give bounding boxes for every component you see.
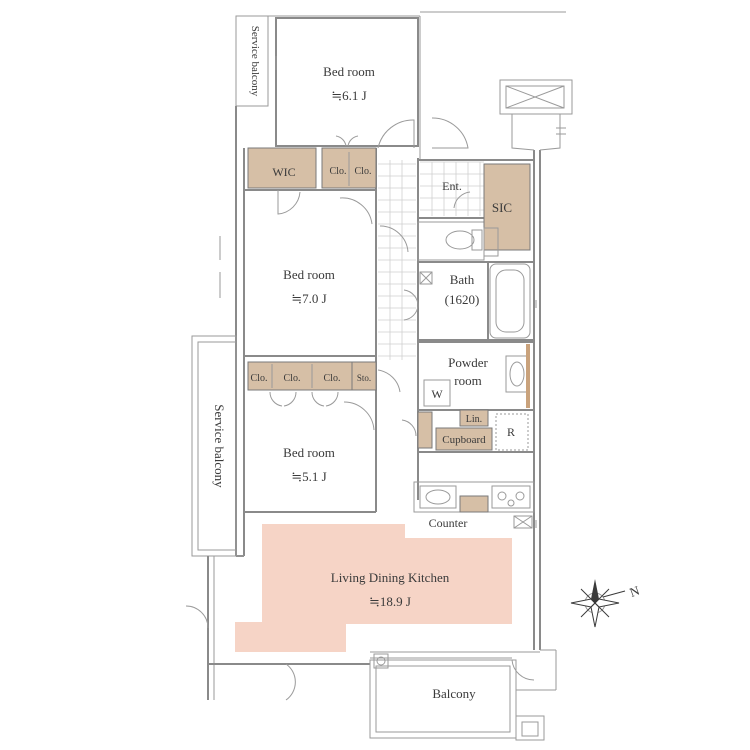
ldk-size: ≒18.9 J (369, 594, 411, 609)
sic-label: SIC (492, 200, 512, 215)
powder-room-line1: Powder (448, 355, 488, 370)
linen-block (459, 409, 489, 427)
balcony-label: Balcony (432, 686, 476, 701)
sto-block (351, 361, 377, 391)
corridor-tiles (378, 160, 484, 360)
sto-label: Sto. (357, 373, 371, 383)
closet-label-2: Clo. (355, 166, 372, 177)
closet-label-3: Clo. (251, 373, 268, 384)
linen-label: Lin. (466, 414, 482, 425)
counter-storage-block (459, 495, 489, 513)
fridge-label: R (507, 425, 515, 439)
bedroom-3-size: ≒5.1 J (291, 469, 326, 484)
left-cabinet-block (417, 411, 433, 449)
kitchen-sink-icon (425, 489, 451, 505)
cupboard-label: Cupboard (442, 434, 486, 446)
toilet-block (483, 227, 499, 257)
bedroom-2-name: Bed room (283, 267, 335, 282)
closet-label-5: Clo. (324, 373, 341, 384)
cooktop-icon (491, 485, 531, 509)
bedroom-1-name: Bed room (323, 64, 375, 79)
door-swings (185, 56, 535, 701)
bedroom-1-size: ≒6.1 J (331, 88, 366, 103)
closet-block-middle (247, 361, 353, 391)
bathtub-icon (489, 263, 531, 339)
service-balcony-top-label: Service balcony (249, 26, 261, 97)
service-balcony-left-label: Service balcony (212, 404, 227, 488)
bath-name: Bath (450, 272, 475, 287)
ldk-name: Living Dining Kitchen (331, 570, 450, 585)
bedroom-3-name: Bed room (283, 445, 335, 460)
washer-icon (423, 379, 451, 407)
storage-blocks (247, 147, 531, 513)
counter-label: Counter (429, 516, 468, 530)
washer-label: W (431, 387, 443, 401)
outer-walls (191, 11, 573, 741)
compass-north-label: N (628, 582, 643, 600)
sink-icon (505, 355, 529, 393)
bath-size: (1620) (445, 292, 480, 307)
toilet-icon (445, 230, 475, 250)
sic-block (483, 163, 531, 251)
closet-label-1: Clo. (330, 166, 347, 177)
powder-room-line2: room (454, 373, 481, 388)
wic-block (247, 147, 317, 189)
fixtures (373, 127, 566, 669)
bedroom-2-size: ≒7.0 J (291, 291, 326, 306)
closet-label-4: Clo. (284, 373, 301, 384)
wic-label: WIC (272, 165, 295, 179)
cupboard-block (435, 427, 493, 451)
fridge-icon (495, 413, 529, 451)
compass-rose (570, 579, 626, 628)
entrance-label: Ent. (442, 179, 462, 193)
ldk-area (235, 524, 512, 652)
